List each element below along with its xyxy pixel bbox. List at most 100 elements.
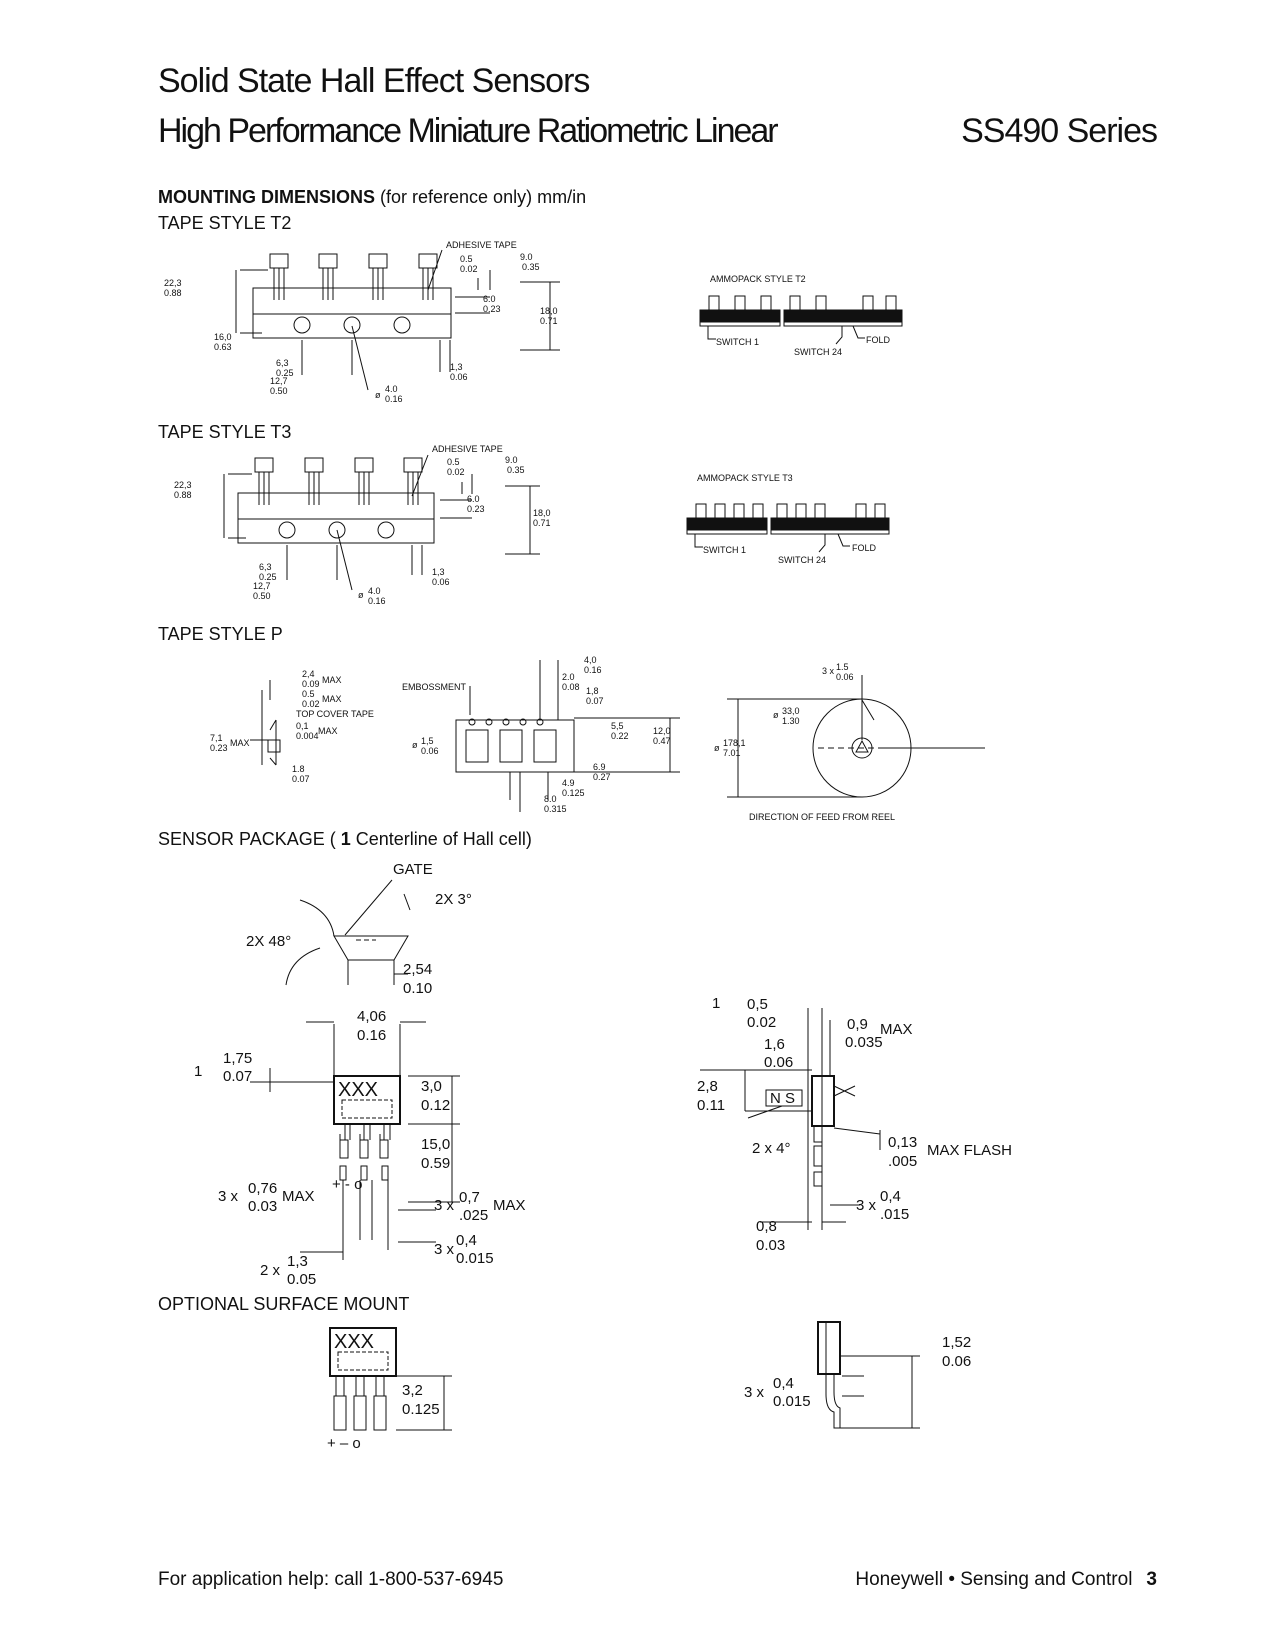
dim-label: 0.02 [747,1014,776,1031]
dim-label: MAX [880,1021,913,1038]
dim-label: .025 [459,1207,488,1224]
dim-label: 0,13 [888,1134,917,1151]
dim-label: 0.02 [460,264,478,274]
section-tape-t3: TAPE STYLE T3 [158,422,292,442]
dim-label: .005 [888,1153,917,1170]
dim-label: 0,5 [747,996,768,1013]
reel-drawing: 3 x 1.5 0.06 ø 33,0 1.30 ø 178,1 7.01 DI… [714,662,985,822]
dim-label: 2,8 [697,1078,718,1095]
dim-label: 1,3 [450,362,463,372]
section-tape-p: TAPE STYLE P [158,624,283,644]
dim-label: 22,3 [164,278,182,288]
dim-label: 4,06 [357,1008,386,1025]
dim-label: 0.09 [302,679,320,689]
dim-label: 4.9 [562,778,575,788]
dim-label: 6,3 [259,562,272,572]
dim-label: ø [375,390,381,400]
dim-label: MAX [322,675,342,685]
dim-label: 0.50 [253,591,271,601]
dim-label: 1.5 [836,662,849,672]
dim-label: 1,3 [287,1253,308,1270]
dim-label: 0.16 [385,394,403,404]
dim-label: 0.07 [223,1068,252,1085]
dim-label: 3 x [434,1241,455,1258]
footer-help-text: For application help: call 1-800-537-694… [158,1569,504,1590]
dim-label: 0.06 [421,746,439,756]
smt-front-view: XXX 3,2 0.125 + – o [327,1327,452,1452]
smt-side-view: 1,52 0.06 3 x 0,4 0.015 [744,1321,971,1429]
top-cover-label: TOP COVER TAPE [296,709,374,719]
dim-label: 16,0 [214,332,232,342]
dim-label: 0.06 [764,1054,793,1071]
dim-label: 0.12 [421,1097,450,1114]
dim-label: 0.22 [611,731,629,741]
dim-label: 0.06 [432,577,450,587]
dim-label: 0.63 [214,342,232,352]
section-tape-t2: TAPE STYLE T2 [158,213,292,233]
t2-adhesive-label: ADHESIVE TAPE [446,240,517,250]
dim-label: 7,1 [210,733,223,743]
tape-t3-drawing: ADHESIVE TAPE 22,3 0.88 0.5 0.02 9.0 0.3… [174,444,551,606]
dim-label: 6,3 [276,358,289,368]
dim-label: 33,0 [782,706,800,716]
dim-label: 5,5 [611,721,624,731]
dim-label: 2,4 [302,669,315,679]
section-surface-mount: OPTIONAL SURFACE MOUNT [158,1294,410,1314]
dim-label: 18,0 [533,508,551,518]
dim-label: 0.88 [174,490,192,500]
feed-direction-label: DIRECTION OF FEED FROM REEL [749,812,895,822]
dim-label: 9.0 [505,455,518,465]
dim-label: MAX [230,738,250,748]
ammo-t2-label: AMMOPACK STYLE T2 [710,274,806,284]
switch24-label: SWITCH 24 [794,347,842,357]
dim-label: 1,8 [586,686,599,696]
dim-label: 0.03 [248,1198,277,1215]
dim-label: 12,0 [653,726,671,736]
dim-label: 0.25 [259,572,277,582]
dim-label: 0.88 [164,288,182,298]
dim-label: 2 x [260,1262,281,1279]
dim-label: 0,4 [880,1188,901,1205]
magnet-ns-label: N S [770,1090,795,1107]
dim-label: 22,3 [174,480,192,490]
dim-label: 0.03 [756,1237,785,1254]
dim-label: 3,2 [402,1382,423,1399]
dim-label: 12,7 [270,376,288,386]
dim-label: 0,4 [456,1232,477,1249]
dim-label: 0.16 [357,1027,386,1044]
dim-label: 0.015 [773,1393,811,1410]
dim-label: 1,5 [421,736,434,746]
dim-label: 0,1 [296,721,309,731]
switch1-label: SWITCH 1 [716,337,759,347]
dim-label: 0.5 [460,254,473,264]
series-name: SS490 Series [961,112,1158,150]
dim-label: 0.35 [522,262,540,272]
dim-label: 0.02 [302,699,320,709]
dim-label: 6.9 [593,762,606,772]
dim-label: 3 x [856,1197,877,1214]
dim-label: 1,75 [223,1050,252,1067]
dim-label: MAX [318,726,338,736]
dim-label: 0.35 [507,465,525,475]
dim-label: 0.71 [533,518,551,528]
dim-label: 2.0 [562,672,575,682]
ammopack-t3-drawing: AMMOPACK STYLE T3 SWITCH 1 SWITCH 24 FOL… [686,473,890,565]
dim-label: 0.27 [593,772,611,782]
dim-label: 0.05 [287,1271,316,1288]
dim-label: 0.25 [276,368,294,378]
dim-label: 0.015 [456,1250,494,1267]
dim-label: 0.125 [562,788,585,798]
sensor-top-view: GATE 2X 3° 2X 48° 2,54 0.10 [246,861,472,997]
header-title: Solid State Hall Effect Sensors [158,62,590,100]
t3-adhesive-label: ADHESIVE TAPE [432,444,503,454]
dim-label: 1,52 [942,1334,971,1351]
dim-label: 2,54 [403,961,432,978]
dim-label: 1,3 [432,567,445,577]
dim-label: 0.06 [450,372,468,382]
dim-label: 3 x [218,1188,239,1205]
marking-xxx: XXX [338,1079,378,1101]
fold-label: FOLD [852,543,877,553]
dim-label: ø [773,710,779,720]
polarity-label: + - o [332,1176,362,1193]
dim-label: ø [714,743,720,753]
